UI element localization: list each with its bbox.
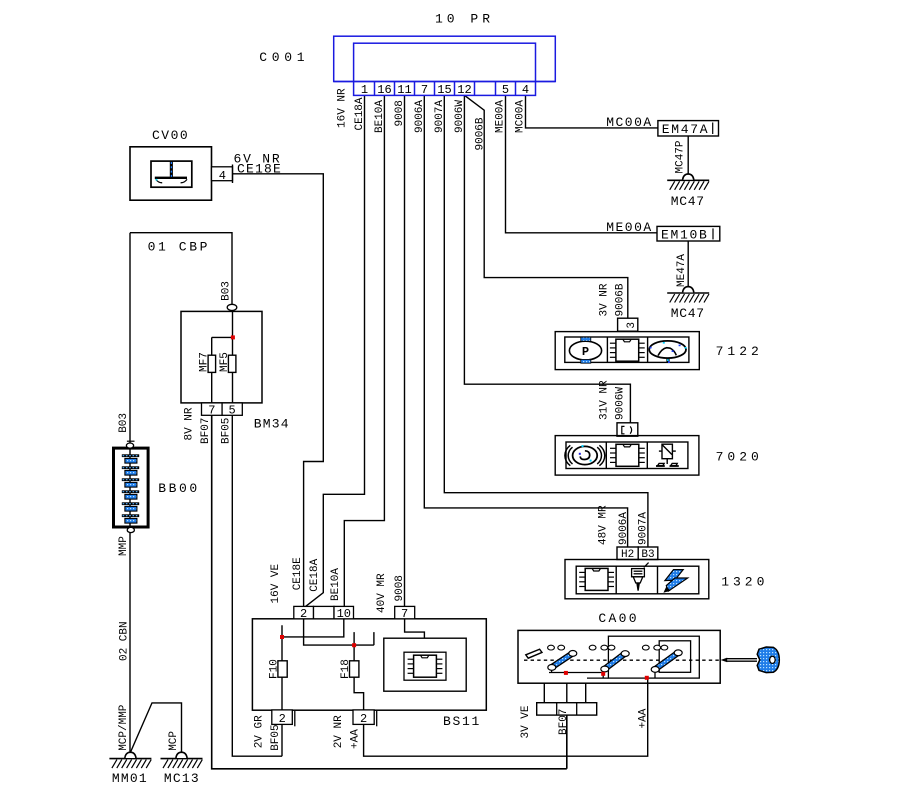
svg-text:16: 16 — [377, 83, 391, 97]
svg-text:+AA: +AA — [637, 708, 649, 728]
svg-text:BF05: BF05 — [221, 418, 233, 444]
svg-text:MCP: MCP — [168, 731, 180, 751]
svg-text:7020: 7020 — [716, 450, 763, 465]
svg-text:5: 5 — [228, 404, 235, 418]
svg-text:16V NR: 16V NR — [336, 88, 348, 128]
svg-text:CE18E: CE18E — [292, 557, 304, 590]
svg-text:+AA: +AA — [350, 729, 362, 749]
svg-text:7: 7 — [421, 83, 428, 97]
svg-text:9006A: 9006A — [618, 512, 630, 545]
svg-text:7: 7 — [401, 607, 408, 621]
svg-text:31V NR: 31V NR — [598, 380, 610, 420]
svg-text:9006W: 9006W — [454, 100, 466, 133]
svg-text:16V VE: 16V VE — [270, 563, 282, 603]
svg-text:MC47: MC47 — [671, 306, 705, 321]
svg-text:9006A: 9006A — [414, 100, 426, 133]
svg-text:BM34: BM34 — [254, 417, 290, 432]
svg-text:9006W: 9006W — [614, 387, 626, 420]
svg-text:6V NR: 6V NR — [234, 152, 282, 167]
svg-text:MC13: MC13 — [164, 771, 200, 786]
svg-text:10 PR: 10 PR — [435, 11, 494, 26]
svg-text:3: 3 — [626, 322, 638, 329]
svg-text:3V VE: 3V VE — [520, 705, 532, 738]
svg-text:B3: B3 — [641, 549, 654, 561]
svg-text:9007A: 9007A — [434, 100, 446, 133]
svg-text:1: 1 — [361, 83, 368, 97]
svg-text:BB00: BB00 — [158, 481, 200, 496]
svg-text:01 CBP: 01 CBP — [148, 239, 210, 254]
svg-text:4: 4 — [522, 83, 529, 97]
svg-text:9008: 9008 — [394, 575, 406, 601]
svg-text:9008: 9008 — [394, 100, 406, 126]
svg-text:MC00A: MC00A — [514, 100, 526, 133]
svg-text:2: 2 — [360, 712, 367, 726]
svg-text:ME00A: ME00A — [494, 100, 506, 133]
svg-text:CA00: CA00 — [598, 611, 638, 626]
svg-text:F10: F10 — [269, 659, 281, 679]
svg-text:11: 11 — [397, 83, 411, 97]
svg-text:2: 2 — [300, 607, 307, 621]
svg-text:B03: B03 — [220, 281, 232, 301]
svg-text:MF5: MF5 — [219, 352, 231, 372]
svg-text:5: 5 — [502, 83, 509, 97]
svg-text:10: 10 — [337, 607, 351, 621]
svg-text:7: 7 — [208, 404, 215, 418]
svg-text:MMP: MMP — [118, 536, 130, 556]
svg-text:CE18A: CE18A — [309, 558, 321, 591]
svg-text:9006B: 9006B — [474, 117, 486, 150]
svg-text:H2: H2 — [621, 549, 634, 561]
svg-text:B03: B03 — [118, 413, 130, 433]
svg-text:CE18A: CE18A — [354, 97, 366, 130]
svg-text:BE10A: BE10A — [374, 100, 386, 133]
svg-text:MCP/MMP: MCP/MMP — [118, 704, 130, 751]
svg-text:ME47A: ME47A — [676, 254, 688, 287]
svg-text:EM10B: EM10B — [661, 227, 709, 242]
svg-text:48V MR: 48V MR — [597, 505, 609, 545]
svg-text:2: 2 — [279, 712, 286, 726]
svg-text:EM47A: EM47A — [662, 122, 710, 137]
svg-text:F18: F18 — [340, 659, 352, 679]
svg-text:9006B: 9006B — [614, 283, 626, 316]
svg-text:CV00: CV00 — [152, 128, 189, 143]
svg-text:1320: 1320 — [721, 575, 768, 590]
svg-text:BF05: BF05 — [270, 724, 282, 750]
svg-text:BE10A: BE10A — [330, 568, 342, 601]
svg-text:BS11: BS11 — [443, 714, 481, 729]
svg-text:4: 4 — [219, 169, 226, 183]
svg-text:MM01: MM01 — [112, 771, 148, 786]
svg-text:CE18E: CE18E — [237, 161, 282, 176]
svg-text:8V NR: 8V NR — [184, 407, 196, 440]
svg-text:MC47: MC47 — [671, 194, 705, 209]
svg-text:3V NR: 3V NR — [599, 283, 611, 316]
svg-text:12: 12 — [457, 83, 471, 97]
svg-text:2V GR: 2V GR — [254, 715, 266, 748]
svg-text:02 CBN: 02 CBN — [118, 621, 130, 661]
svg-text:15: 15 — [437, 83, 451, 97]
svg-text:2V NR: 2V NR — [333, 715, 345, 748]
svg-text:ME00A: ME00A — [606, 220, 653, 235]
svg-text:BF07: BF07 — [558, 709, 570, 735]
svg-text:MF7: MF7 — [198, 352, 210, 372]
svg-text:MC47P: MC47P — [675, 140, 687, 173]
svg-text:MC00A: MC00A — [606, 115, 653, 130]
svg-text:C001: C001 — [259, 50, 309, 65]
svg-text:BF07: BF07 — [200, 418, 212, 444]
svg-text:9007A: 9007A — [637, 512, 649, 545]
svg-text:40V MR: 40V MR — [376, 573, 388, 613]
svg-text:7122: 7122 — [716, 344, 763, 359]
svg-text:P: P — [582, 345, 589, 359]
